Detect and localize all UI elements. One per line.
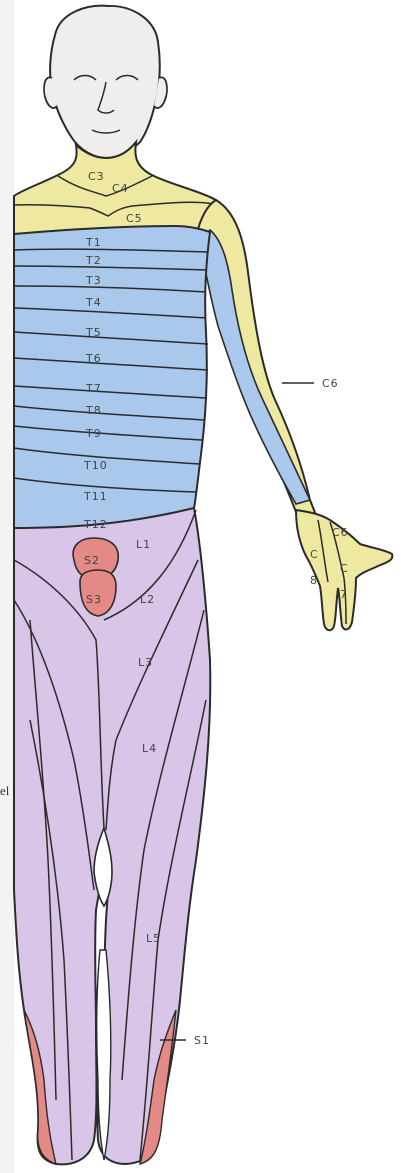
label-l4: L4 xyxy=(142,742,157,755)
label-c3: C3 xyxy=(88,170,105,183)
label-t5: T5 xyxy=(85,326,102,339)
label-c8-digit: 8 xyxy=(310,574,318,587)
label-t7: T7 xyxy=(85,382,102,395)
label-l3: L3 xyxy=(138,656,153,669)
label-t2: T2 xyxy=(85,254,102,267)
label-l1: L1 xyxy=(136,538,151,551)
label-t9: T9 xyxy=(85,427,102,440)
label-s3: S3 xyxy=(86,593,102,606)
label-c7-letter: C xyxy=(340,562,349,575)
label-l2: L2 xyxy=(140,593,155,606)
label-c4: C4 xyxy=(112,182,129,195)
label-s1: S1 xyxy=(194,1034,210,1047)
label-l5: L5 xyxy=(146,932,161,945)
label-t8: T8 xyxy=(85,404,102,417)
head-shape xyxy=(50,6,160,158)
label-c6: C6 xyxy=(322,377,339,390)
label-c7-digit: 7 xyxy=(340,588,348,601)
label-t1: T1 xyxy=(85,236,102,249)
label-t3: T3 xyxy=(85,274,102,287)
label-c8-letter: C xyxy=(310,548,319,561)
label-t4: T4 xyxy=(85,296,102,309)
label-c5: C5 xyxy=(126,212,143,225)
label-t11: T11 xyxy=(83,490,108,503)
thoracic-region xyxy=(14,226,210,528)
label-s2: S2 xyxy=(84,554,100,567)
label-t6: T6 xyxy=(85,352,102,365)
label-t12: T12 xyxy=(83,518,108,531)
label-t10: T10 xyxy=(83,459,108,472)
label-c6-hand: C6 xyxy=(332,526,349,539)
